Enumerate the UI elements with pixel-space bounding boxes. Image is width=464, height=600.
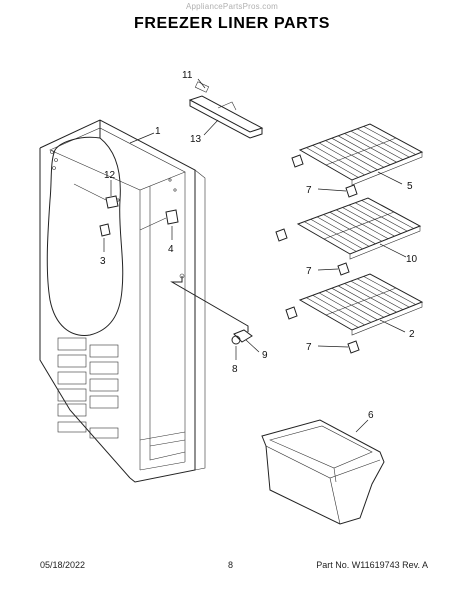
callout-7-top: 7: [306, 185, 312, 196]
control-module: [139, 209, 179, 231]
footer-date: 05/18/2022: [40, 560, 86, 570]
callout-12: 12: [104, 170, 116, 181]
callout-13: 13: [190, 134, 202, 145]
page-title: FREEZER LINER PARTS: [133, 15, 330, 32]
freezer-liner: [39, 119, 206, 483]
footer-part-number: Part No. W11619743 Rev. A: [316, 560, 428, 570]
sensor: [231, 329, 253, 345]
callout-5: 5: [407, 181, 413, 192]
shelf-support-clips: [275, 154, 360, 354]
watermark: AppliancePartsPros.com: [186, 2, 278, 11]
callout-9: 9: [262, 350, 268, 361]
callout-3: 3: [100, 256, 106, 267]
wire-shelf-middle: [296, 197, 422, 260]
leader-lines: [103, 78, 407, 433]
wire-harness: [170, 273, 249, 332]
callout-7-middle: 7: [306, 266, 312, 277]
damper-clip: [99, 223, 111, 237]
wire-shelf-bottom: [298, 273, 424, 336]
callout-6: 6: [368, 410, 374, 421]
callout-10: 10: [406, 254, 418, 265]
freezer-bin: [261, 419, 385, 525]
callout-11: 11: [182, 70, 193, 81]
callout-7-bottom: 7: [306, 342, 312, 353]
callout-4: 4: [168, 244, 174, 255]
callout-1: 1: [155, 126, 161, 137]
callout-8: 8: [232, 364, 238, 375]
footer-page-number: 8: [228, 560, 234, 570]
callout-2: 2: [409, 329, 415, 340]
wire-shelf-top: [298, 123, 424, 186]
shelf-support-bracket: [188, 81, 264, 139]
light-socket: [73, 183, 119, 209]
callouts: 1 11 13 12 3 4 8 9 7 7 7 5 10 2 6: [100, 70, 418, 421]
